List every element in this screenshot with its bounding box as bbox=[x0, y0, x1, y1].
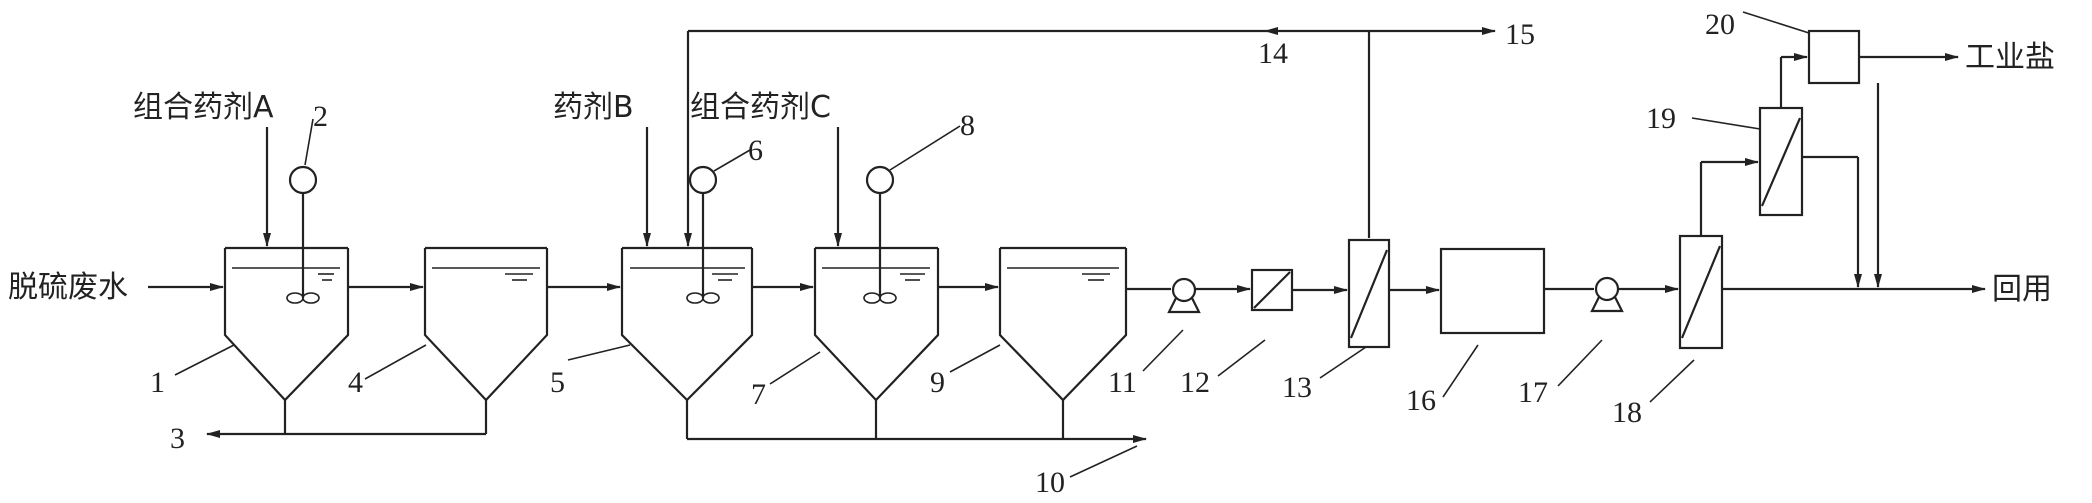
filter-12 bbox=[1250, 268, 1294, 312]
label-15: 15 bbox=[1505, 18, 1535, 51]
label-8: 8 bbox=[960, 109, 975, 142]
label-19: 19 bbox=[1646, 102, 1676, 135]
tank-1 bbox=[223, 246, 350, 402]
pump-11 bbox=[1167, 277, 1201, 314]
label-18: 18 bbox=[1612, 396, 1642, 429]
tank-4 bbox=[423, 246, 549, 402]
reagent-b-label: 药剂B bbox=[553, 90, 634, 125]
reagent-c-label: 组合药剂C bbox=[690, 90, 831, 125]
label-5: 5 bbox=[550, 366, 565, 399]
tank-7 bbox=[813, 246, 940, 402]
label-10: 10 bbox=[1035, 466, 1065, 499]
membrane-13 bbox=[1347, 238, 1391, 349]
label-11: 11 bbox=[1108, 366, 1137, 399]
mixer-2 bbox=[286, 165, 320, 304]
wastewater-label: 脱硫废水 bbox=[8, 270, 128, 305]
unit-16 bbox=[1439, 247, 1546, 335]
tank-5 bbox=[620, 246, 754, 402]
label-2: 2 bbox=[313, 100, 328, 133]
label-7: 7 bbox=[751, 378, 766, 411]
reuse-label: 回用 bbox=[1992, 272, 2052, 307]
mixer-6 bbox=[686, 165, 720, 304]
membrane-19 bbox=[1758, 106, 1804, 217]
label-4: 4 bbox=[348, 366, 363, 399]
unit-20 bbox=[1807, 29, 1861, 85]
membrane-18 bbox=[1678, 234, 1724, 350]
label-13: 13 bbox=[1282, 371, 1312, 404]
label-9: 9 bbox=[930, 366, 945, 399]
label-20: 20 bbox=[1705, 8, 1735, 41]
label-6: 6 bbox=[748, 134, 763, 167]
reagent-a-label: 组合药剂A bbox=[133, 90, 274, 125]
label-12: 12 bbox=[1180, 366, 1210, 399]
leader-lines bbox=[174, 11, 1810, 478]
label-1: 1 bbox=[150, 366, 165, 399]
label-3: 3 bbox=[170, 422, 185, 455]
label-17: 17 bbox=[1518, 376, 1548, 409]
mixer-8 bbox=[863, 165, 897, 304]
pump-17 bbox=[1590, 276, 1624, 313]
industrial-salt-label: 工业盐 bbox=[1965, 40, 2055, 75]
label-16: 16 bbox=[1406, 384, 1436, 417]
label-14: 14 bbox=[1258, 37, 1288, 70]
